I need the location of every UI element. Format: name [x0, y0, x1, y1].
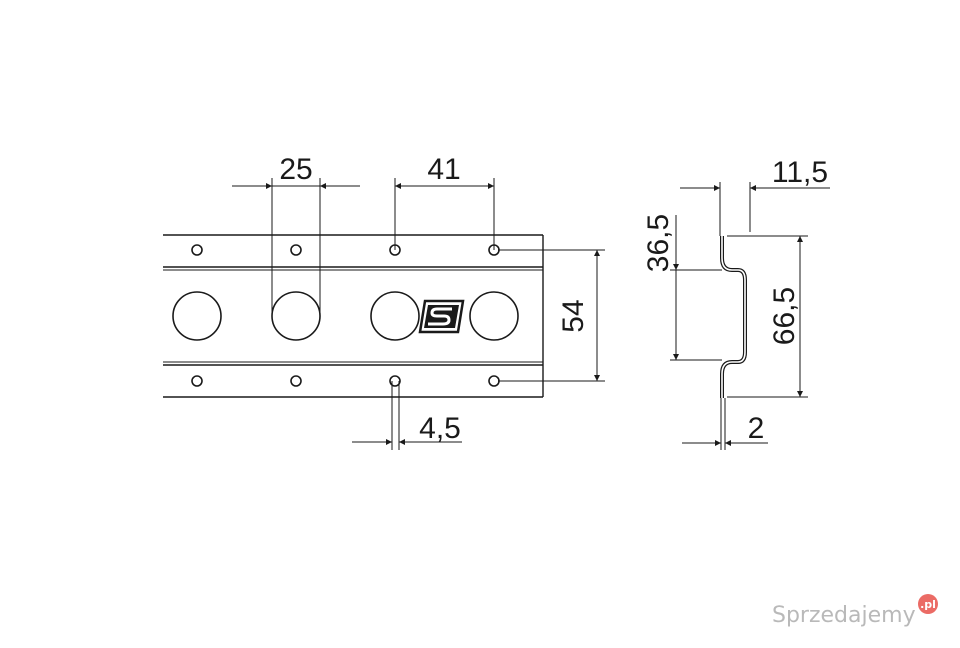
small-hole	[290, 375, 302, 387]
rail-side-profile	[720, 236, 747, 398]
rail-front-view	[163, 234, 544, 398]
large-hole	[172, 291, 222, 341]
small-hole	[488, 375, 500, 387]
watermark-badge-icon	[918, 594, 938, 614]
dimension-label-54: 54	[557, 299, 590, 332]
dimension-label-11-5: 11,5	[772, 156, 828, 189]
large-holes	[172, 291, 519, 341]
dimension-profile-width: 66,5	[727, 235, 808, 398]
dimension-pitch: 41	[394, 153, 495, 250]
small-holes	[191, 244, 500, 387]
dimension-thickness: 2	[682, 398, 768, 450]
dimension-label-4-5: 4,5	[419, 412, 461, 445]
dimension-flange-offset: 11,5	[680, 156, 830, 236]
dimension-rail-width: 54	[498, 249, 605, 382]
small-hole	[290, 244, 302, 256]
watermark-text: Sprzedajemy	[772, 603, 916, 628]
dimension-label-41: 41	[427, 153, 460, 186]
large-hole	[469, 291, 519, 341]
dimension-label-25: 25	[279, 153, 312, 186]
small-hole	[191, 375, 203, 387]
large-hole	[370, 291, 420, 341]
watermark-badge: .pl	[920, 598, 936, 611]
watermark-logo: Sprzedajemy .pl	[772, 594, 938, 628]
dimension-label-2: 2	[748, 412, 765, 445]
dimension-spacing-holes: 25	[232, 153, 360, 316]
large-hole	[271, 291, 321, 341]
dimension-profile-depth: 36,5	[642, 214, 722, 361]
dimension-label-36-5: 36,5	[642, 214, 675, 272]
dimension-label-66-5: 66,5	[768, 287, 801, 345]
small-hole	[191, 244, 203, 256]
dimension-hole-diameter: 4,5	[352, 381, 462, 450]
s-logo-icon	[418, 299, 465, 334]
